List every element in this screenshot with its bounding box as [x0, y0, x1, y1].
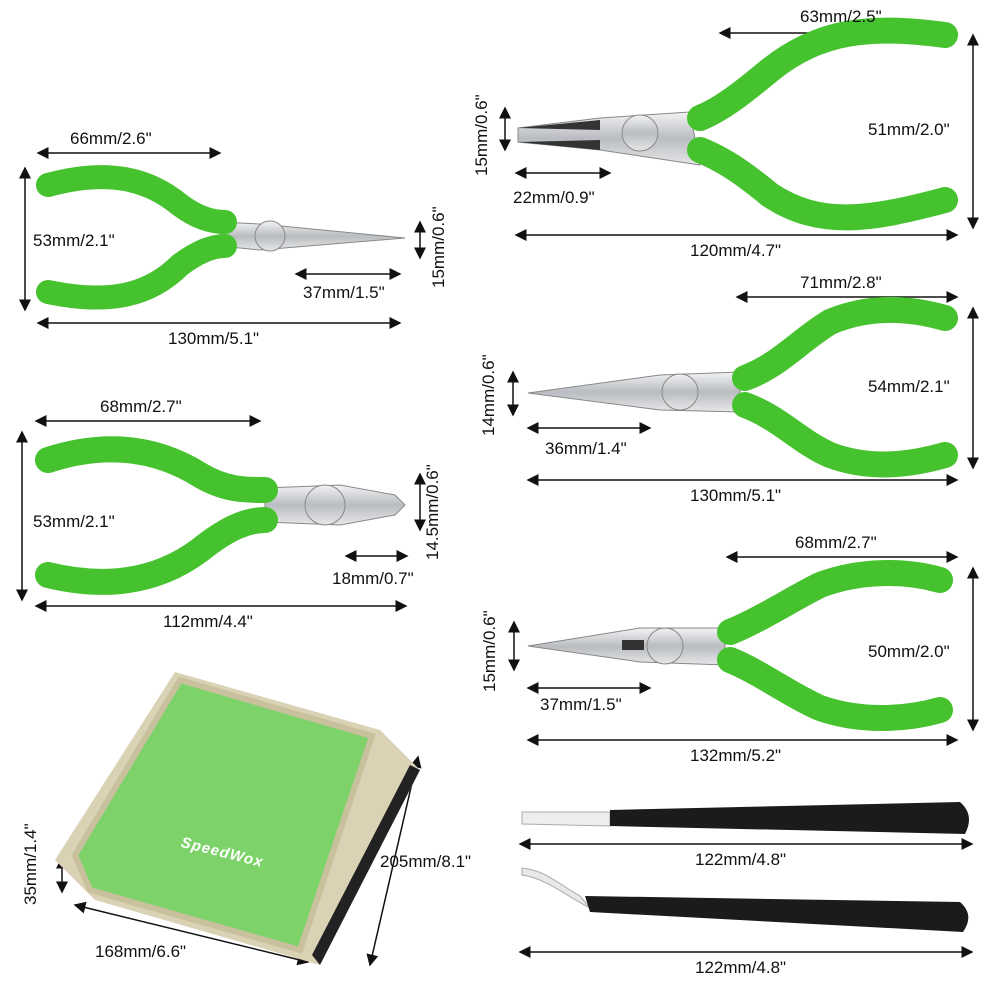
dim-handle-opening: 51mm/2.0"	[868, 120, 950, 139]
dim-bag-width: 168mm/6.6"	[95, 942, 187, 961]
curved-tweezers	[521, 867, 969, 932]
dim-handle-length: 66mm/2.6"	[70, 129, 152, 148]
dim-total-length: 130mm/5.1"	[168, 329, 260, 348]
dim-total-length: 112mm/4.4"	[163, 612, 253, 631]
dim-total-length: 120mm/4.7"	[690, 241, 782, 260]
long-nose-pliers	[527, 560, 953, 731]
dim-handle-opening: 53mm/2.1"	[33, 231, 115, 250]
dim-total-length: 130mm/5.1"	[690, 486, 782, 505]
straight-tweezers	[521, 802, 969, 834]
dim-tip-width: 15mm/0.6"	[429, 206, 448, 288]
dim-jaw-length: 37mm/1.5"	[303, 283, 385, 302]
dim-tweezer-length: 122mm/4.8"	[695, 850, 787, 869]
dim-handle-length: 68mm/2.7"	[795, 533, 877, 552]
dim-tip-width: 15mm/0.6"	[472, 94, 491, 176]
round-nose-pliers	[517, 17, 958, 231]
dim-handle-length: 71mm/2.8"	[800, 273, 882, 292]
dim-tip-width: 15mm/0.6"	[480, 610, 499, 692]
dim-handle-length: 68mm/2.7"	[100, 397, 182, 416]
dim-handle-opening: 53mm/2.1"	[33, 512, 115, 531]
diagonal-cutters	[35, 436, 406, 595]
tool-bag	[55, 672, 420, 965]
dimension-lines	[16, 27, 979, 967]
dim-jaw-length: 37mm/1.5"	[540, 695, 622, 714]
dim-bag-thickness: 35mm/1.4"	[21, 823, 40, 905]
dim-tweezer-length: 122mm/4.8"	[695, 958, 787, 977]
dim-tip-width: 14.5mm/0.6"	[423, 464, 442, 560]
chain-nose-pliers	[527, 296, 958, 478]
dim-jaw-length: 22mm/0.9"	[513, 188, 595, 207]
dim-handle-length: 63mm/2.5"	[800, 7, 882, 26]
bent-nose-pliers	[36, 165, 406, 310]
dim-bag-height: 205mm/8.1"	[380, 852, 472, 871]
dim-jaw-length: 36mm/1.4"	[545, 439, 627, 458]
dim-jaw-length: 18mm/0.7"	[332, 569, 414, 588]
dim-total-length: 132mm/5.2"	[690, 746, 782, 765]
dim-handle-opening: 54mm/2.1"	[868, 377, 950, 396]
dim-handle-opening: 50mm/2.0"	[868, 642, 950, 661]
dim-tip-width: 14mm/0.6"	[479, 354, 498, 436]
